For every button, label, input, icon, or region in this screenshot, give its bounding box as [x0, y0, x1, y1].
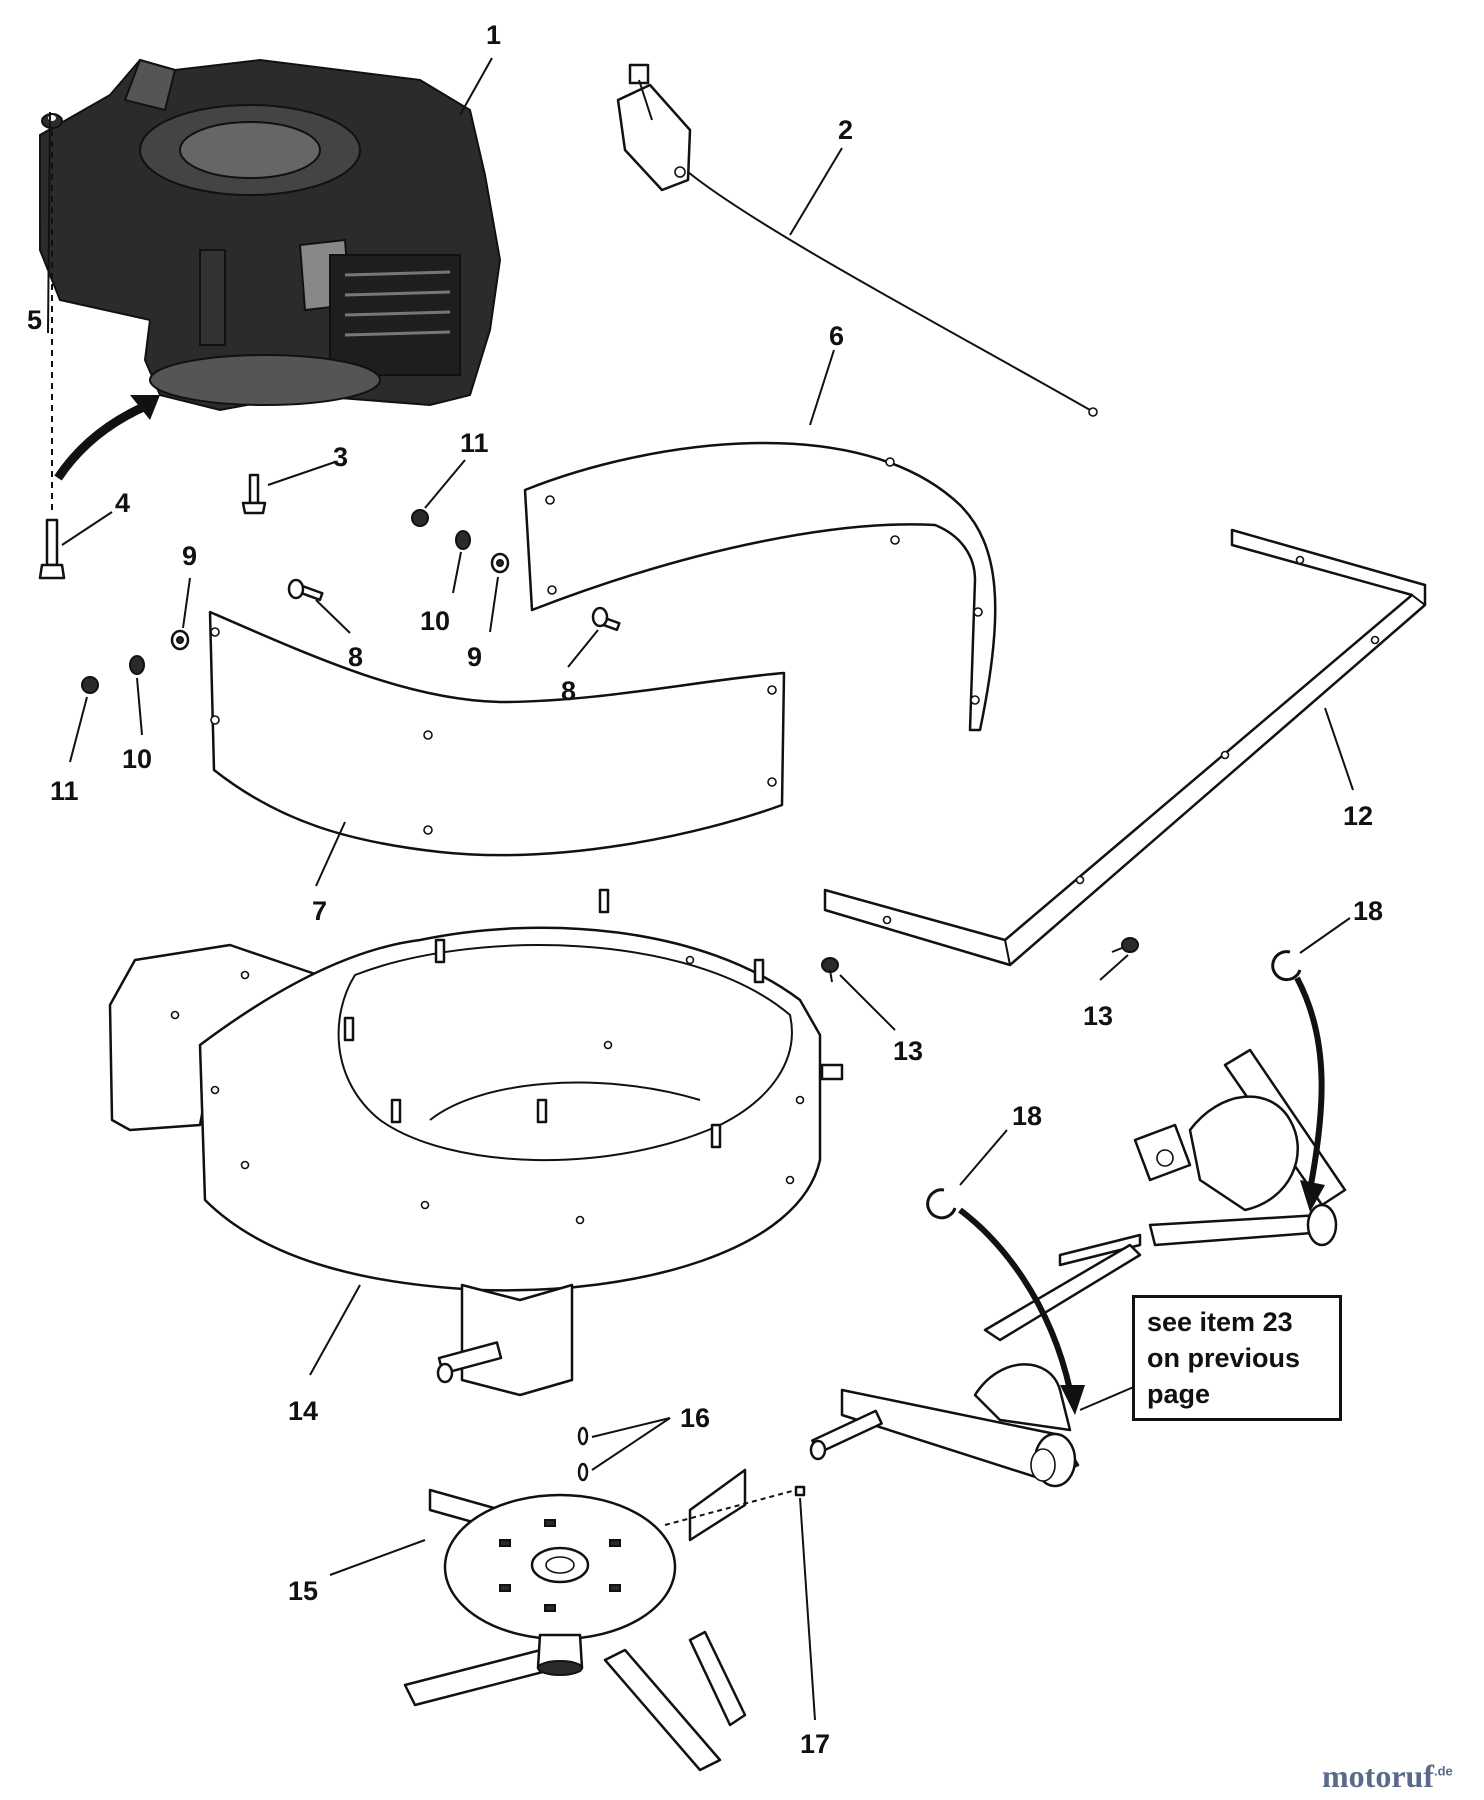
key-part-17	[794, 1485, 806, 1497]
throttle-control-part	[616, 63, 1098, 417]
nut-part-11a	[81, 676, 99, 694]
shroud-lower-part-7	[208, 610, 786, 857]
lockwasher-part-10b	[455, 530, 471, 550]
callout-13a: 13	[893, 1036, 923, 1066]
watermark-brand: motoruf	[1322, 1758, 1434, 1794]
ring-arrow-head-icon-b	[1300, 1180, 1325, 1212]
callout-14: 14	[288, 1396, 318, 1426]
bolt-part-4	[38, 518, 66, 580]
key-part-16a	[577, 1426, 589, 1446]
key-17-dashed-line	[664, 1489, 797, 1526]
engine-part	[39, 58, 502, 412]
ring-part-18b	[1271, 950, 1302, 982]
callout-8a: 8	[348, 642, 363, 672]
bolt-part-3	[241, 473, 267, 515]
callout-17: 17	[800, 1729, 830, 1759]
note-line-3: page	[1147, 1379, 1211, 1409]
watermark-logo: motoruf.de	[1322, 1758, 1453, 1795]
lockwasher-part-10a	[129, 655, 145, 675]
callout-10b: 10	[420, 606, 450, 636]
callout-2: 2	[838, 115, 853, 145]
callout-10a: 10	[122, 744, 152, 774]
linkage-assembly	[809, 1048, 1347, 1488]
callout-5: 5	[27, 305, 42, 335]
washer-part-9b	[490, 552, 510, 574]
washer-part-9a	[170, 629, 190, 651]
mount-arrow-head-icon	[130, 395, 160, 420]
callout-11a: 11	[50, 776, 79, 806]
callout-13b: 13	[1083, 1001, 1113, 1031]
blower-housing-part-14	[108, 888, 844, 1397]
ring-arrow-icon-b	[1294, 976, 1325, 1191]
callout-3: 3	[333, 442, 348, 472]
ring-arrow-icon-a	[958, 1207, 1073, 1391]
ring-part-18a	[926, 1188, 957, 1220]
screw-part-13b	[1111, 937, 1139, 953]
nut-part-5	[41, 113, 63, 129]
callout-6: 6	[829, 321, 844, 351]
frame-bar-part-12	[823, 528, 1427, 967]
note-line-2: on previous	[1147, 1343, 1301, 1373]
callout-8b: 8	[561, 676, 576, 706]
callout-18a: 18	[1012, 1101, 1042, 1131]
shroud-upper-part-6	[523, 441, 997, 732]
impeller-part-15	[403, 1468, 747, 1772]
bolt-part-8a	[287, 578, 324, 602]
mount-arrow-icon	[54, 400, 150, 481]
note-line-1: see item 23	[1147, 1307, 1293, 1337]
callout-4: 4	[115, 488, 130, 518]
callout-7: 7	[312, 896, 327, 926]
callout-9a: 9	[182, 541, 197, 571]
callout-16: 16	[680, 1403, 710, 1433]
callout-18b: 18	[1353, 896, 1383, 926]
key-part-16b	[577, 1462, 589, 1482]
screw-part-13a	[821, 957, 839, 983]
nut-part-11b	[411, 509, 429, 527]
ring-arrow-head-icon-a	[1060, 1385, 1085, 1415]
callout-9b: 9	[467, 642, 482, 672]
callout-11b: 11	[460, 428, 489, 458]
bolt-part-8b	[591, 606, 621, 632]
watermark-suffix: .de	[1433, 1763, 1453, 1779]
callout-15: 15	[288, 1576, 318, 1606]
callout-1: 1	[486, 20, 501, 50]
note-see-item-23: see item 23 on previous page	[1132, 1295, 1342, 1421]
callout-12: 12	[1343, 801, 1373, 831]
leader-lines	[47, 57, 1354, 1721]
